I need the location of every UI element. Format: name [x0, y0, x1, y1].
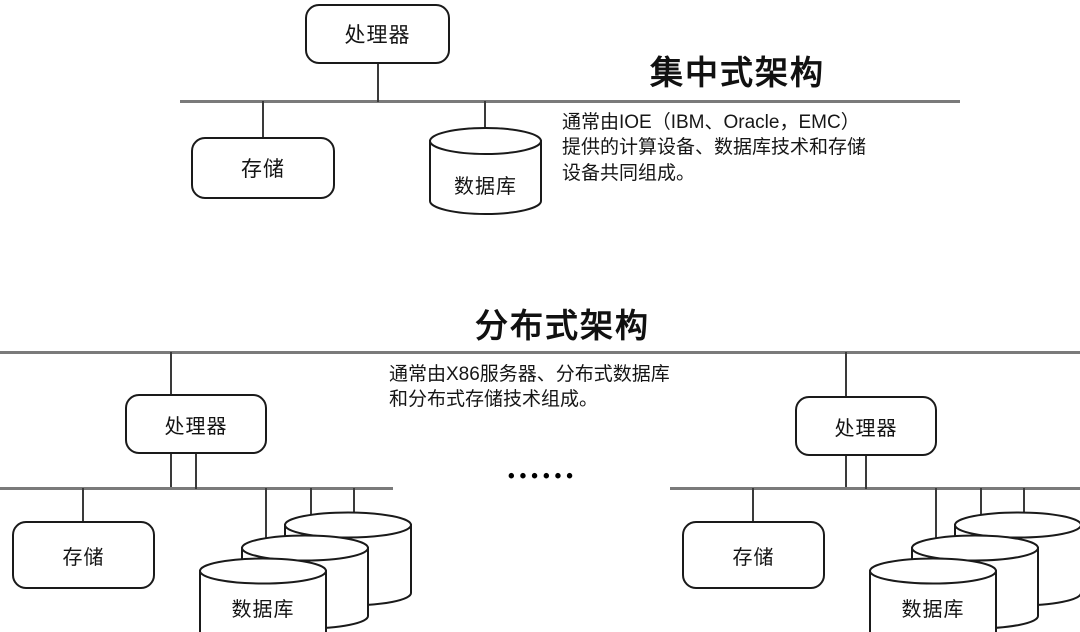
- distributed-top-bus-line: [0, 351, 1080, 354]
- centralized-title: 集中式架构: [650, 54, 825, 91]
- centralized-processor-label: 处理器: [344, 24, 411, 47]
- cluster-ellipsis: ••••••: [508, 466, 578, 487]
- left-db-stem-front: [265, 488, 267, 549]
- left-processor-stem: [195, 454, 197, 489]
- centralized-bus-line: [180, 100, 960, 103]
- left-database-node-front[interactable]: 数据库: [198, 557, 328, 632]
- distributed-description: 通常由X86服务器、分布式数据库 和分布式存储技术组成。: [389, 364, 670, 411]
- right-database-node-front[interactable]: 数据库: [868, 557, 998, 632]
- centralized-storage-stem: [262, 101, 264, 137]
- left-storage-stem: [82, 488, 84, 521]
- centralized-database-stem: [484, 101, 486, 129]
- right-storage-stem: [752, 488, 754, 521]
- left-storage-label: 存储: [62, 546, 105, 569]
- distributed-title: 分布式架构: [475, 307, 650, 344]
- centralized-storage-node[interactable]: 存储: [191, 137, 335, 199]
- left-processor-node[interactable]: 处理器: [125, 394, 267, 454]
- left-db-stem-middle: [310, 488, 312, 530]
- right-db-stem-front: [935, 488, 937, 549]
- right-processor-node[interactable]: 处理器: [795, 396, 937, 456]
- centralized-storage-label: 存储: [241, 158, 285, 181]
- right-db-stem-back: [1023, 488, 1025, 515]
- right-processor-label: 处理器: [834, 417, 898, 440]
- right-storage-node[interactable]: 存储: [682, 521, 825, 589]
- right-storage-label: 存储: [732, 546, 775, 569]
- left-storage-node[interactable]: 存储: [12, 521, 155, 589]
- left-db-stem-back: [353, 488, 355, 515]
- centralized-description: 通常由IOE（IBM、Oracle，EMC） 提供的计算设备、数据库技术和存储 …: [562, 112, 867, 184]
- centralized-processor-stem: [377, 64, 379, 102]
- right-processor-stem: [865, 456, 867, 489]
- centralized-database-node[interactable]: 数据库: [428, 127, 543, 215]
- distributed-right-bus-line: [670, 487, 1080, 490]
- right-db-stem-middle: [980, 488, 982, 530]
- left-processor-label: 处理器: [164, 415, 228, 438]
- centralized-processor-node[interactable]: 处理器: [305, 4, 450, 64]
